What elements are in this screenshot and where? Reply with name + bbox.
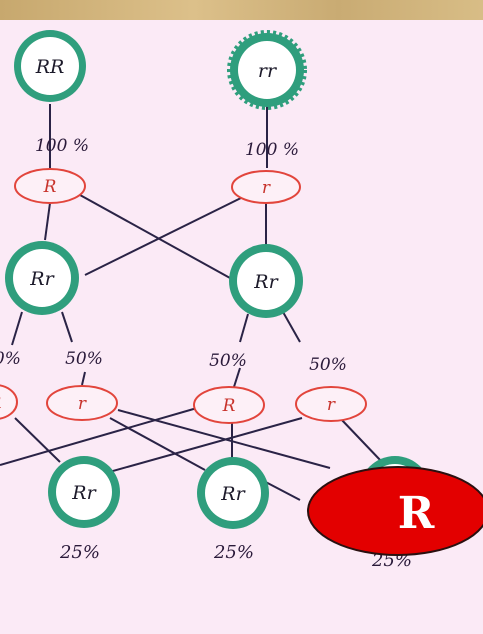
f1-left-gamete-R-label: R [0,393,2,413]
f1-left-gamete-r: r [46,385,118,421]
f1-right-gamete-R: R [193,386,265,424]
f2-percent-2: 25% [213,542,254,563]
line-f1l-down-right [61,311,73,343]
f2-percent-1: 25% [59,542,100,563]
line-f1r-down-right [282,311,301,343]
f1-left-percent-1: 50% [0,349,21,369]
line-R-mid-to-left [0,407,198,466]
f1-right-gamete-r: r [295,386,367,422]
parent2-gamete-label: r [262,178,271,198]
line-f1r-down-left [239,313,249,343]
line-r-right-to-f2-1 [94,417,303,477]
f1-left-circle: Rr [5,241,79,315]
parent-rr-label: rr [258,60,278,82]
f1-right-gamete-r-label: r [327,395,336,415]
parent1-gamete-label: R [43,177,57,197]
top-decorative-band [0,0,483,20]
red-callout: R [307,466,483,556]
f1-left-gamete-R: R [0,384,18,420]
parent-rr-circle: rr [227,30,307,110]
f1-right-gamete-R-label: R [222,396,236,416]
line-r-right-to-f2-3 [339,417,383,463]
f1-right-label: Rr [253,271,279,293]
f2-circle-1-label: Rr [71,482,97,504]
f1-left-gamete-r-label: r [78,394,87,414]
line-r-left-to-f2-2 [109,417,206,471]
line-R-left-to-f2-1 [14,417,61,463]
line-gamete-r-to-f1-left [84,195,246,276]
f2-circle-2: Rr [197,457,269,529]
f1-left-percent-2: 50% [65,349,103,369]
f2-circle-2-label: Rr [220,483,246,505]
line-50-to-r [81,371,86,386]
f2-circle-1: Rr [48,456,120,528]
parent1-percent: 100 % [35,136,89,156]
line-gamete-R-to-f1-right [79,194,231,279]
f1-right-percent-1: 50% [209,351,247,371]
line-f1l-down-left [11,311,23,346]
parent-RR-label: RR [35,56,65,78]
parent2-percent: 100 % [245,140,299,160]
f1-left-label: Rr [29,268,55,290]
f1-right-percent-2: 50% [309,355,347,375]
parent2-gamete: r [231,170,301,204]
parent1-gamete: R [14,168,86,204]
f1-right-circle: Rr [229,244,303,318]
red-callout-label: R [398,488,435,539]
line-gamete-R-to-f1-left [44,202,51,241]
parent-RR-circle: RR [14,30,86,102]
